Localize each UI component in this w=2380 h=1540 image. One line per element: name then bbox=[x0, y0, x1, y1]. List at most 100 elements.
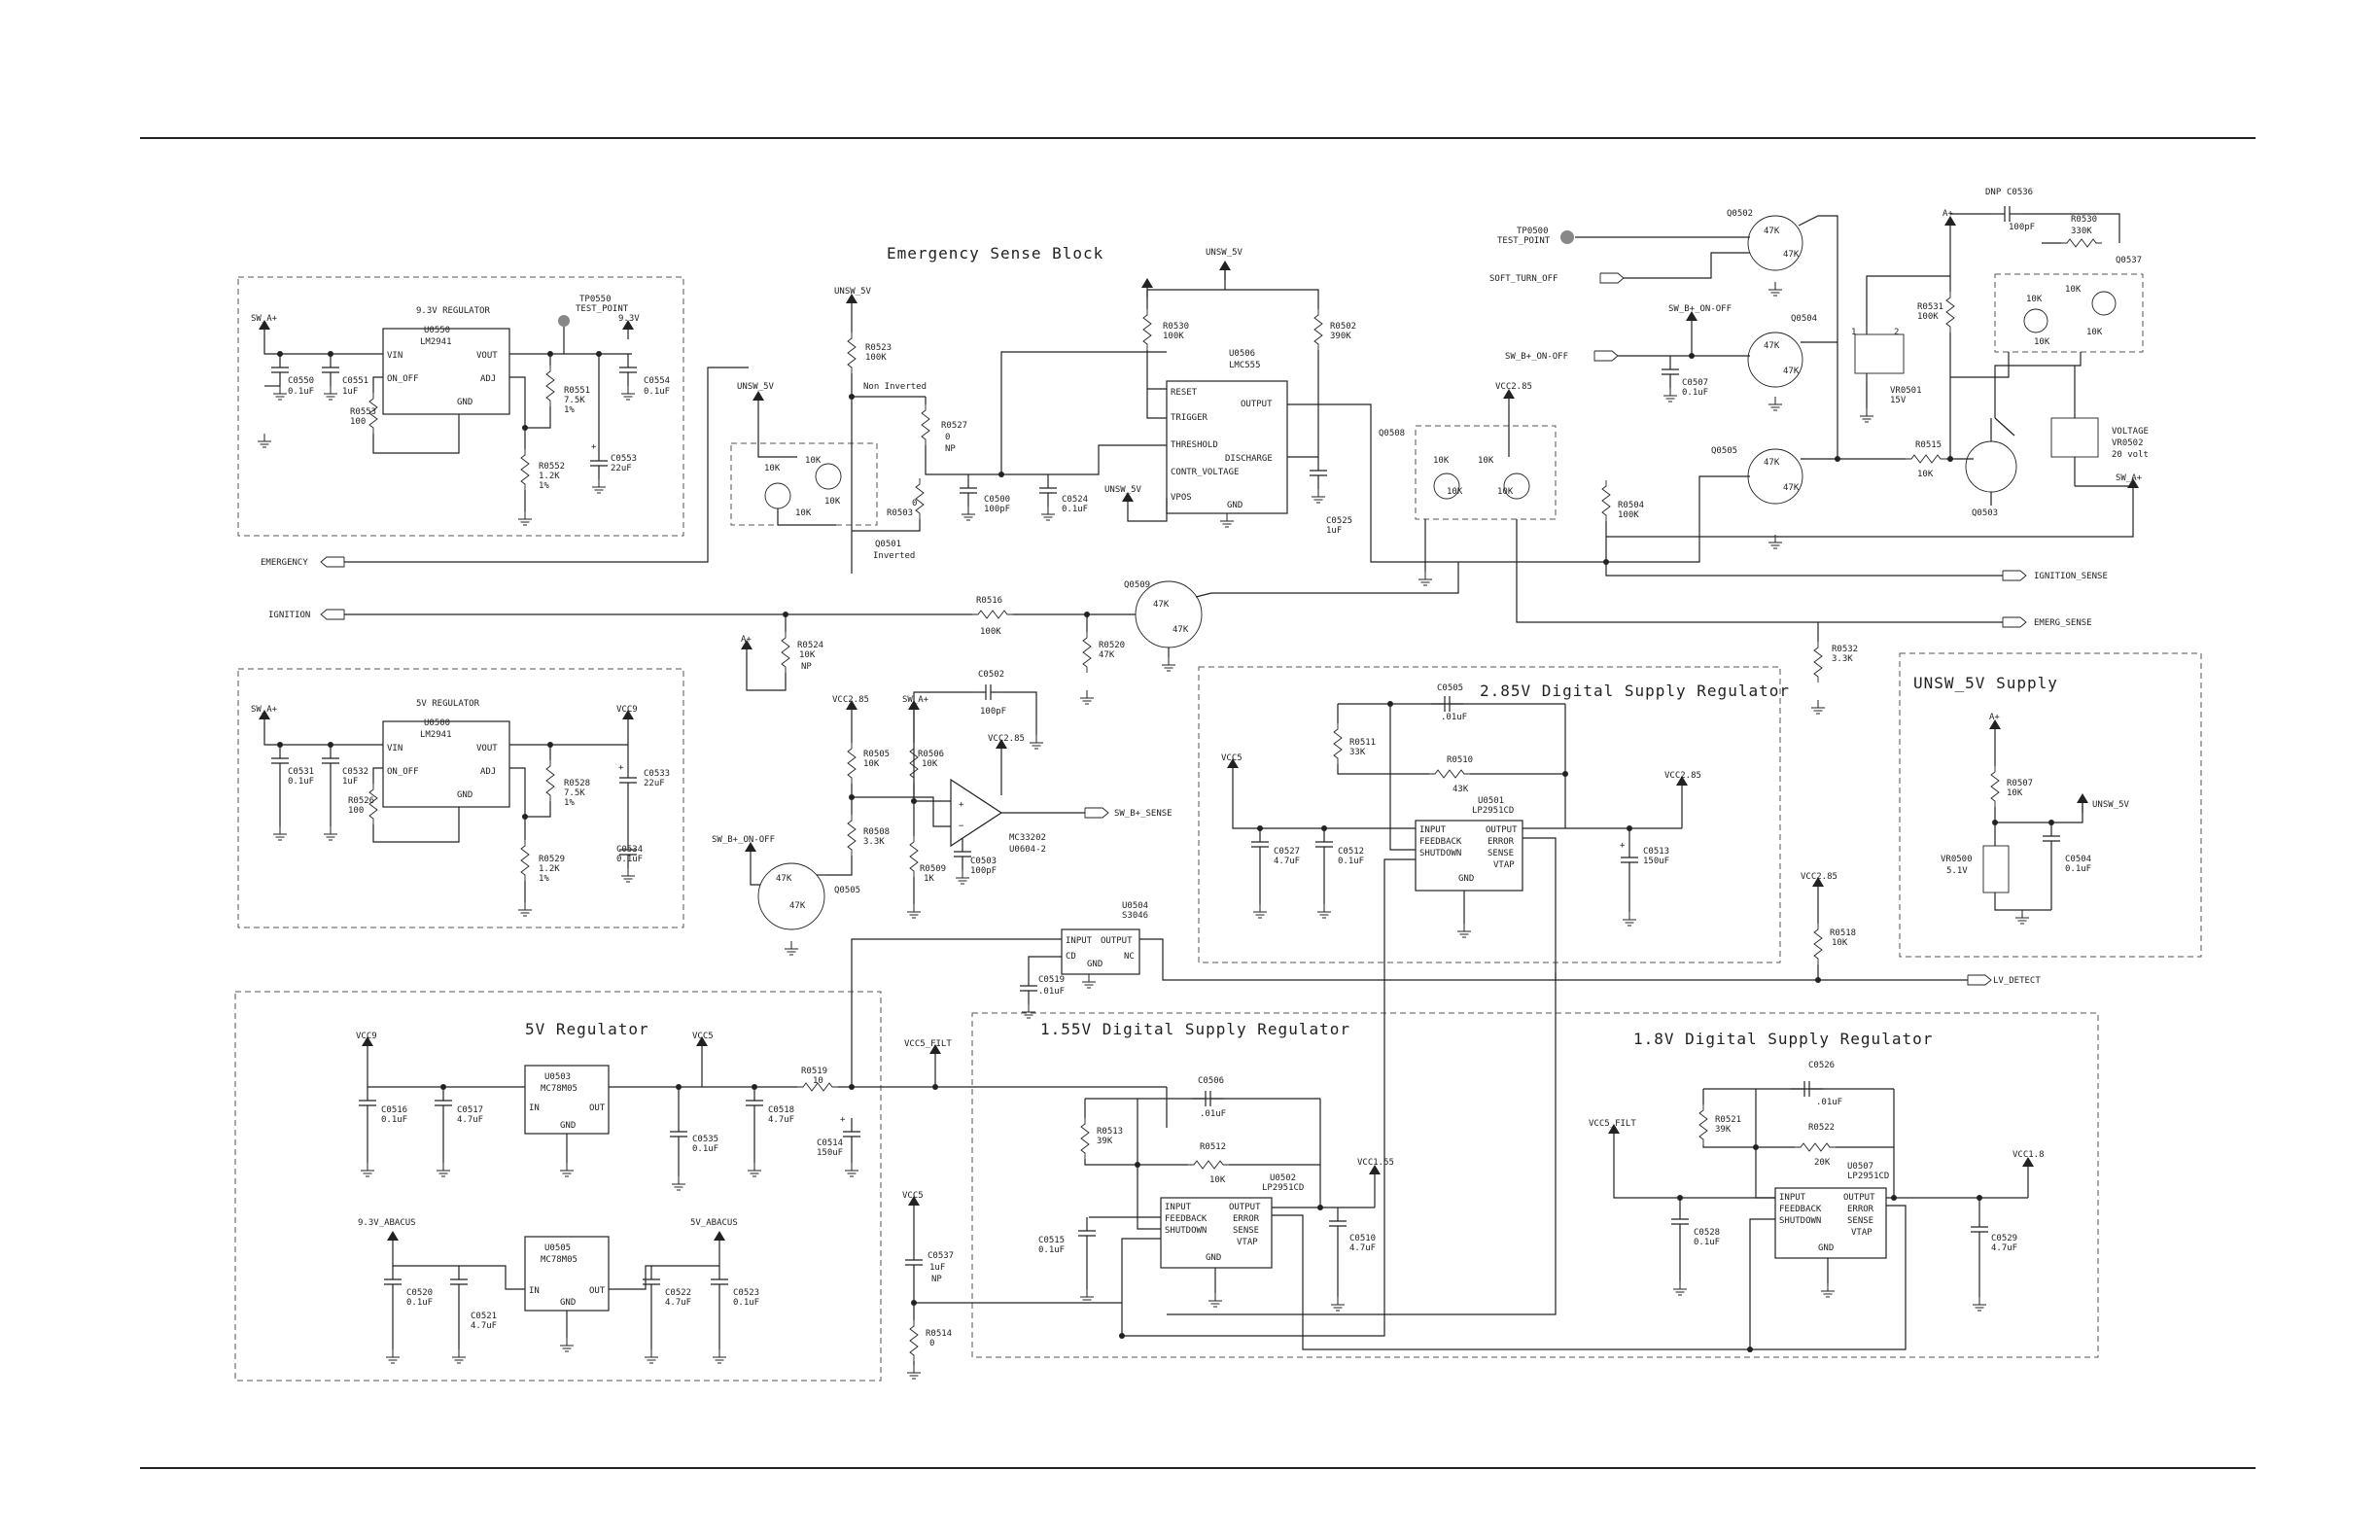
rail-label: 9.3V_ABACUS bbox=[358, 1218, 416, 1228]
part-ref: Q0502 bbox=[1727, 209, 1753, 219]
rail-label: SW_A+ bbox=[2116, 473, 2143, 483]
part-ref: C0522 bbox=[665, 1288, 691, 1298]
part-ref: Q0537 bbox=[2116, 256, 2142, 265]
part-ref: R0530 bbox=[2071, 215, 2097, 225]
part-ref: Q0505 bbox=[1711, 446, 1737, 456]
rail-label: VCC5_FILT bbox=[904, 1039, 952, 1049]
part-value: 100pF bbox=[970, 866, 997, 876]
part-value: 10K bbox=[1447, 487, 1463, 497]
part-value: 100K bbox=[865, 353, 887, 363]
part-ref: TP0550 bbox=[579, 295, 612, 304]
unsw-5v-supply-circuit: A+ R0507 10K UNSW_5V VR0500 5.1V C0504 0… bbox=[1941, 713, 2130, 925]
junction-dots bbox=[277, 351, 2054, 1352]
part-value: 0.1uF bbox=[644, 387, 670, 397]
q0501-package bbox=[730, 442, 878, 526]
q0505-symbol bbox=[757, 862, 825, 930]
ic-u0504 bbox=[1061, 928, 1140, 975]
part-ref: C0513 bbox=[1643, 847, 1669, 857]
test-point-tp0500[interactable] bbox=[1560, 230, 1574, 244]
port-label: SW_B+_ON-OFF bbox=[1505, 352, 1568, 362]
part-ref: C0506 bbox=[1198, 1076, 1224, 1086]
port-label: IGNITION bbox=[268, 611, 310, 620]
part-ref: C0536 bbox=[2007, 188, 2033, 197]
part-ref: Q0505 bbox=[834, 886, 860, 895]
emergency-sense-circuit: EMERGENCY UNSW_5V 10K 10K 10K 10K Q0501 … bbox=[261, 248, 2108, 628]
part-ref: C0527 bbox=[1274, 847, 1300, 857]
q0503-mosfet-symbol bbox=[1965, 440, 2017, 493]
part-ref: C0529 bbox=[1991, 1234, 2017, 1243]
pin-label: IN bbox=[529, 1103, 540, 1113]
part-value: 47K bbox=[1099, 650, 1115, 660]
part-value: 10K bbox=[1478, 456, 1494, 466]
pin-label: GND bbox=[560, 1121, 576, 1131]
rail-label: SW_A+ bbox=[251, 314, 278, 324]
opamp-u0604 bbox=[950, 778, 1003, 848]
part-ref: C0550 bbox=[288, 376, 314, 386]
part-ref: C0532 bbox=[342, 767, 368, 777]
part-ref: R0553 bbox=[350, 407, 376, 417]
q0504-symbol bbox=[1747, 332, 1803, 388]
pin-label: OUTPUT bbox=[1229, 1203, 1261, 1212]
part-value: 1uF bbox=[929, 1263, 945, 1273]
rail-label: SW_A+ bbox=[251, 705, 278, 715]
ic-part: LP2951CD bbox=[1262, 1183, 1304, 1193]
part-value: 47K bbox=[1764, 227, 1780, 236]
pin-label: VOUT bbox=[476, 351, 498, 361]
polarity-mark: + bbox=[840, 1115, 846, 1125]
part-value: 100pF bbox=[984, 505, 1010, 514]
part-ref: C0533 bbox=[644, 769, 670, 779]
pin-label: VIN bbox=[387, 744, 402, 753]
pin-label: FEEDBACK bbox=[1779, 1205, 1822, 1214]
part-ref: Q0508 bbox=[1379, 429, 1405, 438]
reg-5v-title: 5V Regulator bbox=[525, 1020, 649, 1038]
rail-label: UNSW_5V bbox=[737, 382, 775, 392]
block-5v-regulator bbox=[234, 991, 882, 1382]
part-value: 47K bbox=[1783, 367, 1800, 376]
pin-label: GND bbox=[1227, 501, 1242, 510]
pin-label: SENSE bbox=[1233, 1226, 1259, 1236]
part-value: 4.7uF bbox=[457, 1115, 483, 1125]
pin-label: THRESHOLD bbox=[1171, 440, 1218, 450]
pin-label: IN bbox=[529, 1286, 540, 1296]
part-value: 1% bbox=[539, 874, 549, 884]
part-ref: VR0500 bbox=[1941, 855, 1973, 864]
digital-285-title: 2.85V Digital Supply Regulator bbox=[1480, 682, 1790, 700]
rail-label: VCC2.85 bbox=[832, 695, 869, 705]
part-value: 150uF bbox=[817, 1148, 843, 1158]
part-value: 0 bbox=[945, 433, 950, 442]
part-ref: R0551 bbox=[564, 386, 590, 396]
pin-label: VTAP bbox=[1493, 860, 1515, 870]
part-value: 0.1uF bbox=[381, 1115, 407, 1125]
part-value: 1% bbox=[539, 481, 549, 491]
rail-label: VCC2.85 bbox=[1495, 382, 1532, 392]
part-value: 1% bbox=[564, 405, 575, 415]
part-ref: R0512 bbox=[1200, 1142, 1226, 1152]
pin-label: OUTPUT bbox=[1101, 936, 1133, 946]
part-ref: C0516 bbox=[381, 1105, 407, 1115]
part-value: 47K bbox=[1764, 458, 1780, 468]
part-value: 390K bbox=[1330, 332, 1351, 341]
rail-label: VCC5 bbox=[902, 1191, 924, 1201]
ic-part: LMC555 bbox=[1229, 361, 1261, 370]
ic-part: LM2941 bbox=[420, 337, 452, 347]
part-value: .01uF bbox=[1200, 1109, 1226, 1119]
ic-part: MC78M05 bbox=[541, 1084, 578, 1094]
part-value: NP bbox=[801, 662, 812, 672]
part-ref: C0514 bbox=[817, 1138, 843, 1148]
pin-label: OUTPUT bbox=[1843, 1193, 1875, 1203]
part-value: 3.3K bbox=[863, 837, 885, 847]
part-ref: C0502 bbox=[978, 670, 1004, 680]
rail-label: VCC9 bbox=[356, 1032, 377, 1041]
part-value: 0.1uF bbox=[1038, 1245, 1065, 1255]
test-point-tp0550[interactable] bbox=[558, 315, 570, 327]
pin-label: VOUT bbox=[476, 744, 498, 753]
part-ref: R0526 bbox=[348, 796, 374, 806]
part-ref: R0509 bbox=[920, 864, 946, 874]
rail-label: VCC9 bbox=[616, 705, 638, 715]
part-ref: VOLTAGE bbox=[2112, 427, 2149, 437]
part-ref: C0526 bbox=[1808, 1061, 1835, 1070]
part-value: 39K bbox=[1097, 1137, 1113, 1146]
part-ref: C0515 bbox=[1038, 1236, 1065, 1245]
rail-label: 9.3V bbox=[618, 314, 640, 324]
part-value: 1% bbox=[564, 798, 575, 808]
